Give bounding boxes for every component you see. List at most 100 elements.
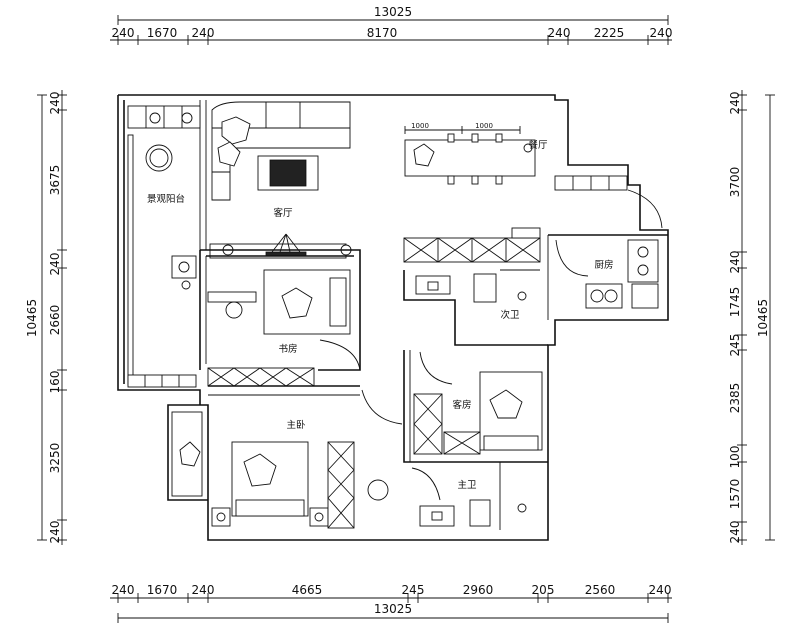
right-dim-2: 3700 — [728, 167, 742, 198]
washbasin-icon — [419, 505, 455, 527]
table-dim-2: 1000 — [475, 122, 493, 130]
dining-area: 1000 1000 餐厅 — [404, 122, 663, 229]
living-room: 客厅 — [209, 101, 352, 259]
second-bathroom: 次卫 — [403, 269, 548, 346]
study-wardrobe — [207, 367, 315, 387]
bottom-dimensions: 240 1670 240 4665 245 2960 205 2560 240 … — [110, 583, 672, 623]
balcony-rail — [127, 134, 134, 386]
study: 书房 — [199, 249, 361, 387]
right-dimensions: 240 3700 240 1745 245 2385 100 1570 240 … — [728, 90, 775, 545]
top-total-dim: 13025 — [374, 5, 412, 19]
room-label-master-bath: 主卫 — [457, 479, 477, 491]
room-label-master: 主卧 — [286, 419, 306, 431]
duvet-icon — [235, 499, 305, 517]
kitchen-sink — [585, 283, 623, 309]
study-desk — [207, 291, 257, 303]
bottom-dim-1: 240 — [112, 583, 135, 597]
bottom-dim-8: 2560 — [585, 583, 616, 597]
top-dim-2: 1670 — [147, 26, 178, 40]
cushion-icon — [221, 116, 251, 145]
master-wardrobe — [327, 441, 355, 529]
coffee-table-rug — [269, 159, 307, 187]
top-dim-5: 240 — [548, 26, 571, 40]
top-dimensions: 13025 240 1670 240 8170 240 2225 240 — [110, 5, 672, 45]
guest-room: 客房 — [403, 350, 548, 463]
floor-drain-icon — [517, 503, 527, 513]
right-dim-5: 245 — [728, 334, 742, 357]
top-dim-1: 240 — [112, 26, 135, 40]
door-swing-icon — [411, 467, 441, 501]
room-label-study: 书房 — [278, 343, 297, 355]
cushion-icon — [281, 287, 313, 319]
door-swing-icon — [555, 239, 589, 277]
right-dim-8: 1570 — [728, 479, 742, 510]
bottom-dim-6: 2960 — [463, 583, 494, 597]
bottom-dim-2: 1670 — [147, 583, 178, 597]
balcony-sink — [171, 255, 197, 279]
chair-icon — [495, 133, 503, 143]
chair-icon — [447, 133, 455, 143]
left-dim-7: 240 — [48, 521, 62, 544]
left-dim-6: 3250 — [48, 443, 62, 474]
left-dim-2: 3675 — [48, 165, 62, 196]
chair-icon — [471, 133, 479, 143]
chair-icon — [495, 175, 503, 185]
top-dim-4: 8170 — [367, 26, 398, 40]
top-dim-6: 2225 — [594, 26, 625, 40]
room-label-guest: 客房 — [452, 399, 471, 411]
cushion-icon — [217, 141, 241, 167]
door-swing-icon — [627, 189, 663, 229]
room-label-kitchen: 厨房 — [594, 259, 613, 271]
floor-drain-icon — [517, 291, 527, 301]
light-rays-icon — [271, 233, 301, 253]
left-total-dim: 10465 — [25, 299, 39, 337]
top-dim-7: 240 — [650, 26, 673, 40]
right-dim-9: 240 — [728, 521, 742, 544]
chair-icon — [225, 301, 243, 319]
room-label-dining: 餐厅 — [528, 139, 548, 151]
left-dim-5: 160 — [48, 371, 62, 394]
mop-bucket-icon — [181, 280, 191, 290]
left-dim-4: 2660 — [48, 305, 62, 336]
chair-icon — [471, 175, 479, 185]
right-dim-1: 240 — [728, 92, 742, 115]
washer-drum-icon — [149, 112, 161, 124]
right-dim-6: 2385 — [728, 383, 742, 414]
bottom-total-dim: 13025 — [374, 602, 412, 616]
right-dim-4: 1745 — [728, 287, 742, 318]
bottom-dim-3: 240 — [192, 583, 215, 597]
chair-icon — [523, 143, 533, 153]
stove-icon — [627, 239, 659, 283]
shelf-icon — [511, 227, 541, 239]
right-dim-3: 240 — [728, 251, 742, 274]
master-bathroom: 主卫 — [411, 462, 527, 530]
toilet-icon — [469, 499, 491, 527]
left-dimensions: 10465 240 3675 240 2660 160 3250 240 — [25, 90, 67, 545]
door-swing-icon — [319, 339, 361, 371]
toilet-icon — [473, 273, 497, 303]
chair-icon — [367, 479, 389, 501]
pillow-icon — [329, 277, 347, 327]
washbasin-icon — [415, 275, 451, 295]
chair-icon — [447, 175, 455, 185]
cushion-icon — [179, 441, 201, 467]
left-dim-1: 240 — [48, 92, 62, 115]
top-dim-3: 240 — [192, 26, 215, 40]
door-swing-icon — [419, 351, 453, 385]
hall-cabinets — [403, 227, 541, 263]
washer-drum-icon — [181, 112, 193, 124]
right-total-dim: 10465 — [756, 299, 770, 337]
room-label-living: 客厅 — [273, 207, 293, 219]
guest-wardrobe — [413, 393, 443, 455]
table-dim-1: 1000 — [411, 122, 429, 130]
right-dim-7: 100 — [728, 446, 742, 469]
door-swing-icon — [361, 389, 403, 425]
balcony-area: 景观阳台 — [127, 105, 201, 388]
cushion-icon — [243, 453, 277, 487]
room-label-balcony: 景观阳台 — [147, 193, 185, 205]
room-label-second-bath: 次卫 — [500, 309, 520, 321]
cushion-icon — [489, 389, 523, 419]
fridge-icon — [631, 283, 659, 309]
bottom-dim-9: 240 — [649, 583, 672, 597]
